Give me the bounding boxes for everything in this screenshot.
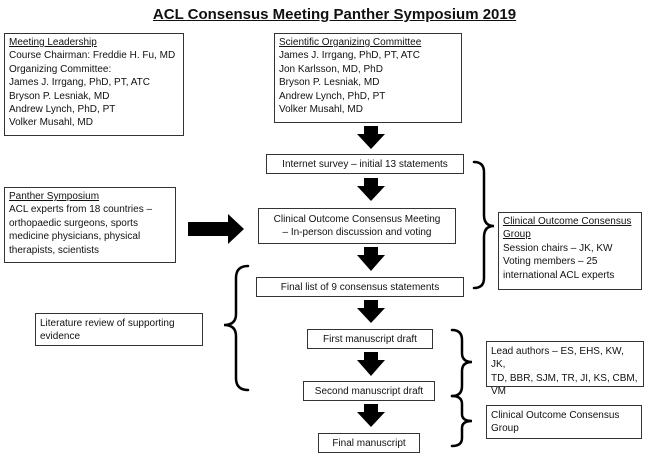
down-arrow (357, 300, 385, 323)
first-draft-box: First manuscript draft (307, 329, 433, 349)
internet-survey-label: Internet survey – initial 13 statements (282, 159, 448, 170)
committee-line: Jon Karlsson, MD, PhD (279, 63, 383, 75)
internet-survey-box: Internet survey – initial 13 statements (266, 154, 464, 174)
panther-symposium-heading: Panther Symposium (9, 191, 100, 202)
consensus-meeting-line2: – In-person discussion and voting (282, 227, 432, 239)
left-bracket (223, 264, 250, 392)
down-arrow (357, 247, 385, 271)
leadership-line: James J. Irrgang, PhD, PT, ATC (9, 77, 150, 89)
leadership-line: Andrew Lynch, PhD, PT (9, 104, 116, 116)
first-draft-label: First manuscript draft (323, 334, 417, 345)
down-arrow (357, 404, 385, 427)
consensus-group-heading-1: Clinical Outcome Consensus (503, 216, 632, 227)
lead-authors-box: Lead authors – ES, EHS, KW, JK, TD, BBR,… (486, 341, 644, 397)
literature-review-box: Literature review of supporting evidence (35, 313, 203, 346)
lead-authors-line: VM (491, 386, 506, 398)
right-bracket (450, 394, 473, 448)
lead-authors-line: Lead authors – ES, EHS, KW, JK, (491, 346, 624, 371)
final-manuscript-box: Final manuscript (318, 433, 420, 453)
consensus-group-line: Voting members – 25 (503, 256, 598, 268)
second-draft-label: Second manuscript draft (314, 386, 424, 397)
page-title: ACL Consensus Meeting Panther Symposium … (152, 6, 517, 23)
consensus-group-line: Session chairs – JK, KW (503, 242, 613, 254)
panther-line: therapists, scientists (9, 244, 100, 256)
right-bracket (472, 160, 495, 290)
down-arrow (357, 126, 385, 149)
literature-review-line1: Literature review of supporting (40, 318, 175, 329)
final-manuscript-label: Final manuscript (332, 438, 406, 449)
consensus-group-bottom-box: Clinical Outcome Consensus Group (486, 405, 642, 439)
literature-review-line2: evidence (40, 331, 81, 343)
consensus-meeting-box: Clinical Outcome Consensus Meeting – In-… (258, 208, 456, 244)
committee-line: Andrew Lynch, PhD, PT (279, 90, 386, 102)
consensus-group-box: Clinical Outcome Consensus Group Session… (498, 212, 642, 290)
panther-line: orthopaedic surgeons, sports (9, 217, 138, 229)
consensus-group-bottom-line2: Group (491, 423, 519, 435)
leadership-line: Volker Musahl, MD (9, 117, 93, 129)
scientific-committee-box: Scientific Organizing Committee James J.… (274, 33, 462, 123)
meeting-leadership-box: Meeting Leadership Course Chairman: Fred… (4, 33, 184, 136)
panther-line: ACL experts from 18 countries – (9, 204, 153, 216)
consensus-group-heading-2: Group (503, 229, 531, 241)
committee-line: Bryson P. Lesniak, MD (279, 77, 380, 89)
consensus-group-line: international ACL experts (503, 269, 615, 281)
committee-line: James J. Irrgang, PhD, PT, ATC (279, 50, 420, 62)
final-list-label: Final list of 9 consensus statements (280, 282, 440, 293)
scientific-committee-heading: Scientific Organizing Committee (279, 37, 422, 48)
leadership-line: Course Chairman: Freddie H. Fu, MD (9, 50, 176, 62)
right-arrow (188, 214, 244, 244)
committee-line: Volker Musahl, MD (279, 104, 363, 116)
panther-symposium-box: Panther Symposium ACL experts from 18 co… (4, 187, 176, 263)
down-arrow (357, 178, 385, 201)
meeting-leadership-heading: Meeting Leadership (9, 37, 97, 48)
second-draft-box: Second manuscript draft (303, 381, 435, 401)
down-arrow (357, 352, 385, 376)
lead-authors-line: TD, BBR, SJM, TR, JI, KS, CBM, (491, 372, 638, 384)
right-bracket (450, 328, 473, 398)
final-list-box: Final list of 9 consensus statements (256, 277, 464, 297)
leadership-line: Organizing Committee: (9, 63, 112, 75)
consensus-meeting-line1: Clinical Outcome Consensus Meeting (273, 214, 441, 225)
panther-line: medicine physicians, physical (9, 231, 141, 243)
leadership-line: Bryson P. Lesniak, MD (9, 90, 110, 102)
consensus-group-bottom-line1: Clinical Outcome Consensus (491, 410, 620, 421)
